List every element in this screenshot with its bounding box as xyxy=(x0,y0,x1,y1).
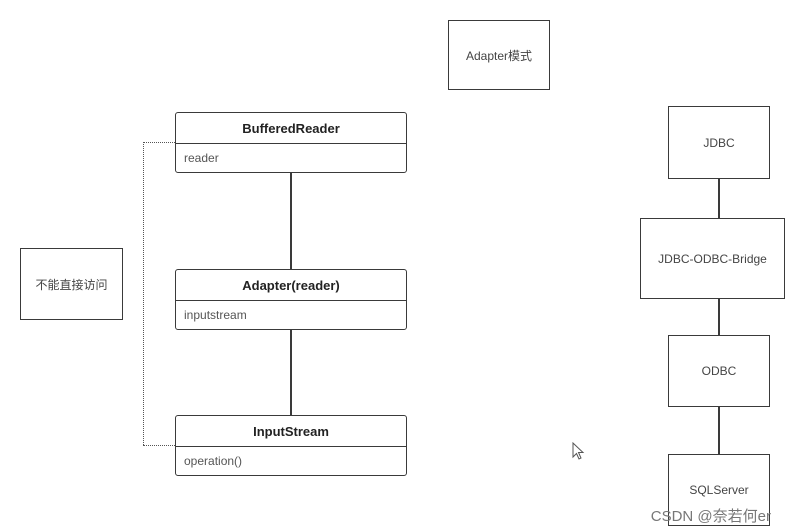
chain-label: ODBC xyxy=(701,364,737,378)
note-label: 不能直接访问 xyxy=(35,277,108,292)
chain-box-jdbc-odbc-bridge: JDBC-ODBC-Bridge xyxy=(640,218,785,299)
class-name: InputStream xyxy=(176,416,406,447)
class-name: Adapter(reader) xyxy=(176,270,406,301)
dotted-connector-top xyxy=(143,142,175,143)
class-box-inputstream: InputStream operation() xyxy=(175,415,407,476)
adapter-pattern-title-box: Adapter模式 xyxy=(448,20,550,90)
connector-jdbc-bridge xyxy=(718,178,720,219)
connector-adapter-inputstream xyxy=(290,329,292,416)
connector-bridge-odbc xyxy=(718,298,720,336)
class-field: inputstream xyxy=(184,308,247,322)
note-box: 不能直接访问 xyxy=(20,248,123,320)
chain-label: SQLServer xyxy=(689,483,749,497)
dotted-connector-bottom xyxy=(143,445,175,446)
chain-box-sqlserver: SQLServer xyxy=(668,454,770,526)
connector-odbc-sqlserver xyxy=(718,406,720,455)
watermark: CSDN @奈若何er xyxy=(650,508,771,525)
adapter-pattern-title-label: Adapter模式 xyxy=(465,48,533,63)
class-box-bufferedreader: BufferedReader reader xyxy=(175,112,407,173)
class-field: reader xyxy=(184,151,219,165)
class-box-adapter: Adapter(reader) inputstream xyxy=(175,269,407,330)
chain-box-jdbc: JDBC xyxy=(668,106,770,179)
class-field: operation() xyxy=(184,454,243,468)
mouse-cursor-icon xyxy=(572,442,585,460)
class-name: BufferedReader xyxy=(176,113,406,144)
chain-box-odbc: ODBC xyxy=(668,335,770,407)
chain-label: JDBC xyxy=(703,135,735,150)
dotted-connector-vertical xyxy=(143,142,144,445)
connector-bufferedreader-adapter xyxy=(290,173,292,270)
chain-label: JDBC-ODBC-Bridge xyxy=(658,251,767,266)
